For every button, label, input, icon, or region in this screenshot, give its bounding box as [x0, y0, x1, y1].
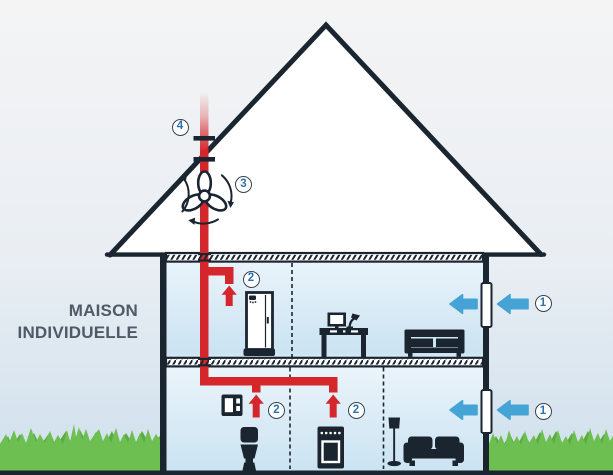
floor-lamp-icon	[387, 417, 402, 467]
fan-icon	[180, 170, 234, 225]
right-wall	[483, 252, 489, 471]
shower-icon	[243, 291, 275, 356]
band-duct-crossings	[198, 253, 211, 367]
left-arrow-icon	[449, 293, 478, 315]
desk-lamp-icon	[346, 313, 360, 329]
ground-line	[0, 470, 613, 475]
marker-fan: 3	[235, 176, 252, 193]
left-arrow-icon	[496, 293, 529, 315]
title-line-1: MAISON	[68, 301, 138, 320]
sofa-icon	[403, 436, 464, 466]
bed-icon	[404, 329, 465, 357]
stove-icon	[317, 426, 344, 469]
ceiling-band	[164, 251, 485, 263]
air-inlet-vent-lower	[480, 389, 493, 434]
up-arrow-icon	[248, 394, 264, 418]
marker-roof-outlet: 4	[171, 118, 189, 136]
desk-computer-icon	[319, 312, 368, 358]
floor-band	[164, 356, 485, 368]
marker-extract-vent-kitchen: 2	[347, 402, 365, 419]
title-line-2: INDIVIDUELLE	[17, 323, 138, 342]
toilet-icon	[240, 427, 258, 471]
extract-duct	[200, 92, 341, 418]
left-arrow-icon	[496, 399, 529, 421]
page-title: MAISON INDIVIDUELLE	[0, 300, 138, 344]
marker-air-inlet-upper: 1	[534, 295, 552, 312]
up-arrow-icon	[325, 394, 341, 418]
air-inlet-arrows	[449, 293, 529, 421]
exhaust-air-fade	[200, 92, 209, 152]
left-wall	[160, 252, 167, 471]
left-arrow-icon	[449, 399, 478, 421]
marker-extract-vent-bathroom: 2	[242, 270, 260, 288]
washing-machine-icon	[221, 394, 243, 416]
up-arrow-icon	[221, 285, 237, 306]
grass-right	[489, 428, 613, 471]
marker-air-inlet-lower: 1	[534, 403, 552, 420]
grass-left	[0, 424, 160, 471]
roof-outlet-icon	[193, 136, 215, 162]
marker-extract-vent-wc: 2	[268, 402, 285, 419]
roof	[104, 21, 547, 258]
air-inlet-vent-upper	[480, 282, 493, 328]
